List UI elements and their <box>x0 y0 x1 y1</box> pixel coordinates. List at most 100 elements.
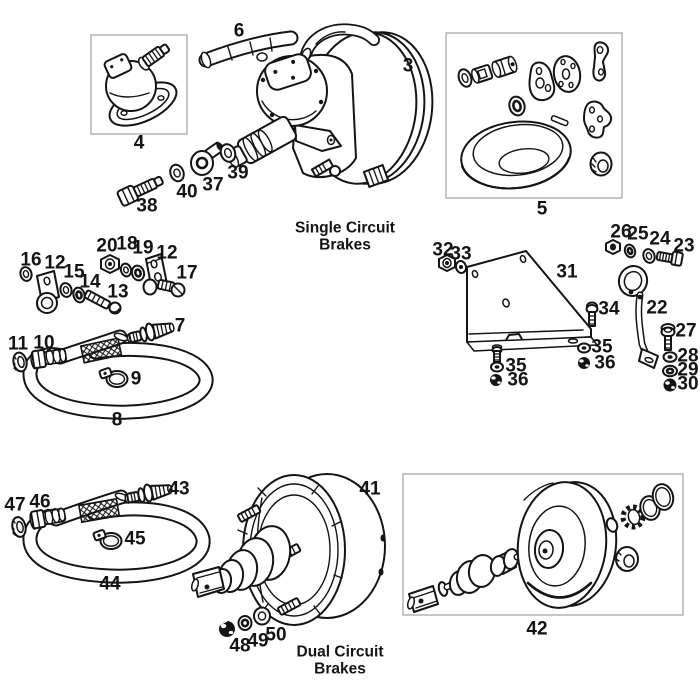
part-label-8: 8 <box>112 410 123 431</box>
part-35-washer-right <box>577 342 591 354</box>
clip-hardware-group <box>19 253 186 315</box>
part-9-hose-clamp <box>98 367 129 388</box>
part-label-5: 5 <box>537 199 548 220</box>
part-label-19: 19 <box>132 238 153 259</box>
part-label-43: 43 <box>168 479 189 500</box>
part-label-46: 46 <box>29 492 50 513</box>
part-label-6: 6 <box>234 21 245 42</box>
servo-pushrod-boot <box>205 525 292 594</box>
kit-boot-bellows <box>448 554 497 596</box>
part-24-washer <box>642 248 656 264</box>
kit-pellet <box>605 517 619 533</box>
part-label-11: 11 <box>8 334 29 355</box>
part-label-36-right: 36 <box>594 353 615 374</box>
single-circuit-caption-line1: Single Circuit <box>295 220 395 237</box>
bracket-bolt-left <box>491 346 503 363</box>
part-label-39: 39 <box>227 163 248 184</box>
part-49-washer <box>237 615 253 631</box>
part-label-36-left: 36 <box>507 370 528 391</box>
mounting-bracket-group <box>438 250 599 386</box>
part-label-9: 9 <box>131 369 142 390</box>
part-29-washer <box>662 364 678 378</box>
part-label-49: 49 <box>247 631 268 652</box>
part-23-bolt <box>655 250 684 267</box>
part-36-nut-right <box>578 357 590 369</box>
dual-circuit-caption-line2: Brakes <box>314 661 366 678</box>
part-label-27: 27 <box>675 321 696 342</box>
hose-assembly-8 <box>12 322 214 420</box>
part-label-18: 18 <box>116 234 137 255</box>
part-label-47: 47 <box>4 495 25 516</box>
dual-circuit-section: 47 46 43 45 44 <box>4 473 684 678</box>
part-41-servo-assembly <box>190 473 386 626</box>
kit-ring-large <box>651 483 675 511</box>
part-4-check-valve <box>103 43 178 127</box>
kit-clevis-fork <box>406 585 439 613</box>
part-47-seal-washer <box>11 516 27 538</box>
part-label-32: 32 <box>432 240 453 261</box>
part-label-30: 30 <box>677 374 698 395</box>
servo-stud-3 <box>277 597 302 616</box>
part-label-42: 42 <box>526 619 547 640</box>
single-circuit-section: 4 6 <box>8 21 699 431</box>
part-label-13: 13 <box>107 282 128 303</box>
support-strap-group <box>605 239 684 392</box>
part-label-7: 7 <box>175 316 186 337</box>
part-label-23: 23 <box>673 236 694 257</box>
servo-stud-1 <box>237 504 262 523</box>
part-6-vacuum-hose <box>198 30 299 69</box>
part-42-servo-kit <box>406 481 675 613</box>
part-label-50: 50 <box>265 625 286 646</box>
part-48-nut <box>218 620 235 637</box>
part-label-31: 31 <box>556 262 578 283</box>
part-46-hose-fitting <box>29 507 67 530</box>
part-label-16: 16 <box>20 250 41 271</box>
repair-kit-box <box>445 32 623 199</box>
part-label-26: 26 <box>610 222 631 243</box>
kit-star-lockwasher <box>620 504 646 530</box>
part-28-washer <box>662 351 678 363</box>
part-45-hose-clamp <box>92 529 123 550</box>
part-label-44: 44 <box>99 574 121 595</box>
part-label-28: 28 <box>677 346 698 367</box>
kit-seal <box>615 546 639 572</box>
check-valve-box <box>90 34 188 135</box>
part-5-repair-kit <box>457 41 613 190</box>
part-label-3: 3 <box>403 56 414 77</box>
part-label-24: 24 <box>649 229 671 250</box>
part-43-connector <box>124 483 173 504</box>
part-label-10: 10 <box>33 333 54 354</box>
part-label-41: 41 <box>359 479 381 500</box>
part-27-bolt <box>660 323 676 351</box>
part-10-hose-fitting <box>30 348 68 370</box>
part-label-29: 29 <box>677 360 698 381</box>
part-36-nut-left <box>490 374 502 386</box>
part-50-washer <box>253 606 271 626</box>
part-11-seal-washer <box>12 351 28 373</box>
kit-spool <box>489 548 520 577</box>
part-label-22: 22 <box>646 298 667 319</box>
part-34-bolt <box>585 301 599 327</box>
part-label-34: 34 <box>598 299 620 320</box>
part-label-38: 38 <box>136 196 157 217</box>
part-label-4: 4 <box>134 133 145 154</box>
servo-clevis-fork <box>190 566 225 598</box>
part-label-48: 48 <box>229 636 250 657</box>
part-label-20: 20 <box>96 236 117 257</box>
part-label-12a: 12 <box>44 253 65 274</box>
part-label-17: 17 <box>176 263 197 284</box>
single-circuit-caption-line2: Brakes <box>319 237 371 254</box>
part-30-nut <box>663 378 677 392</box>
part-3-servo-assembly <box>226 23 434 188</box>
part-22-strap <box>617 265 659 369</box>
part-label-25: 25 <box>627 224 649 245</box>
part-label-40: 40 <box>176 182 197 203</box>
parts-37-40-union-fittings <box>116 141 237 207</box>
part-label-33: 33 <box>450 244 471 265</box>
part-35-washer-left <box>490 361 504 373</box>
part-label-45: 45 <box>124 529 146 550</box>
part-label-35-left: 35 <box>505 356 527 377</box>
dual-circuit-caption-line1: Dual Circuit <box>297 644 384 661</box>
